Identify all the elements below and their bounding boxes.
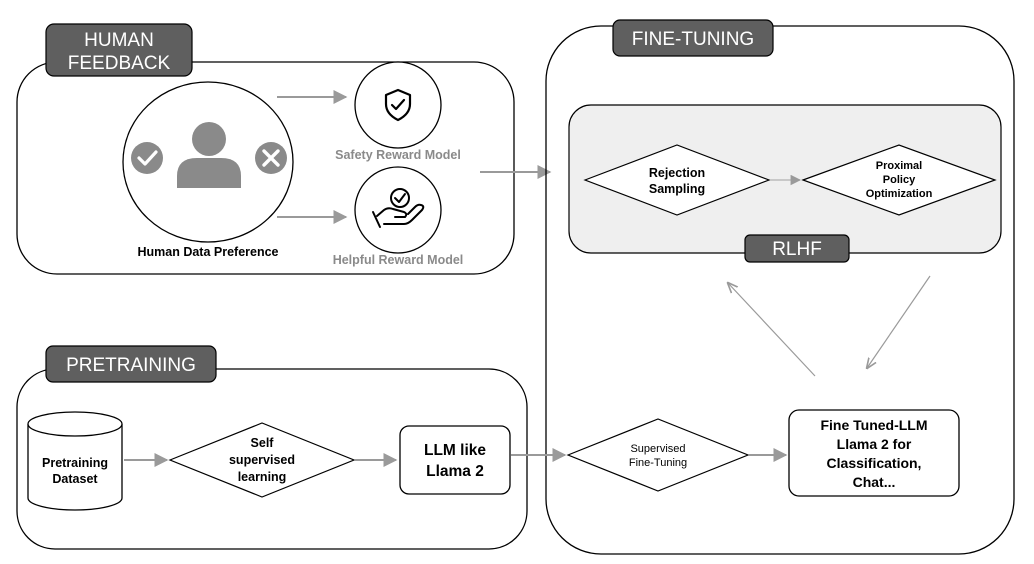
rejection-sampling-line1: Rejection (649, 166, 705, 180)
fine-tuning-tab (612, 19, 774, 57)
shield-check-icon (384, 88, 412, 122)
safety-model-label: Safety Reward Model (335, 148, 461, 162)
x-circle-icon (255, 142, 287, 174)
human-preference-label: Human Data Preference (137, 245, 278, 259)
human-feedback-title-line1: HUMAN (84, 30, 154, 51)
fine-tuning-section: FINE-TUNING Rejection Sampling Proximal … (545, 19, 1015, 555)
llm-line1: LLM like (424, 442, 486, 459)
helpful-model-label: Helpful Reward Model (333, 253, 464, 267)
ppo-line2: Policy (883, 174, 916, 186)
pretraining-section: PRETRAINING Pretraining Dataset Self sup… (16, 345, 528, 550)
fine-tuned-llm-box (788, 409, 960, 497)
arrow-rlhf-to-finetuned (867, 275, 931, 368)
safety-model-circle (354, 61, 442, 149)
pretraining-tab (45, 345, 217, 383)
ssl-line2: supervised (229, 453, 295, 467)
rlhf-tab (744, 234, 850, 263)
fine-tuning-title: FINE-TUNING (632, 29, 754, 50)
human-feedback-title-line2: FEEDBACK (68, 53, 171, 74)
arrow-finetuned-to-rlhf (728, 283, 816, 377)
ppo-line1: Proximal (876, 160, 922, 172)
ssl-line3: learning (238, 470, 287, 484)
pretraining-title: PRETRAINING (66, 355, 196, 376)
rejection-sampling-line2: Sampling (649, 182, 705, 196)
ppo-diamond (801, 144, 997, 216)
check-circle-icon (131, 142, 163, 174)
rlhf-title: RLHF (772, 239, 822, 260)
supervised-finetuning-line2: Fine-Tuning (629, 457, 687, 469)
supervised-finetuning-line1: Supervised (630, 443, 685, 455)
fine-tuned-line3: Classification, (827, 455, 922, 471)
person-icon (177, 122, 241, 188)
fine-tuned-line2: Llama 2 for (837, 436, 912, 452)
dataset-line1: Pretraining (42, 456, 108, 470)
fine-tuning-panel (545, 25, 1015, 555)
ssl-line1: Self (251, 436, 275, 450)
supervised-finetuning-diamond (566, 418, 750, 492)
dataset-line2: Dataset (52, 472, 98, 486)
self-supervised-diamond (168, 422, 356, 498)
llm-box (399, 425, 511, 495)
llm-line2: Llama 2 (426, 463, 484, 480)
rejection-sampling-diamond (583, 144, 771, 216)
pretraining-dataset-cylinder (27, 411, 123, 511)
human-feedback-tab (45, 23, 193, 77)
fine-tuned-line1: Fine Tuned-LLM (820, 417, 927, 433)
hand-heart-check-icon (372, 188, 425, 228)
fine-tuned-line4: Chat... (853, 474, 896, 490)
ppo-line3: Optimization (866, 188, 933, 200)
human-feedback-section: HUMAN FEEDBACK Human Data Preference Saf (16, 23, 515, 275)
